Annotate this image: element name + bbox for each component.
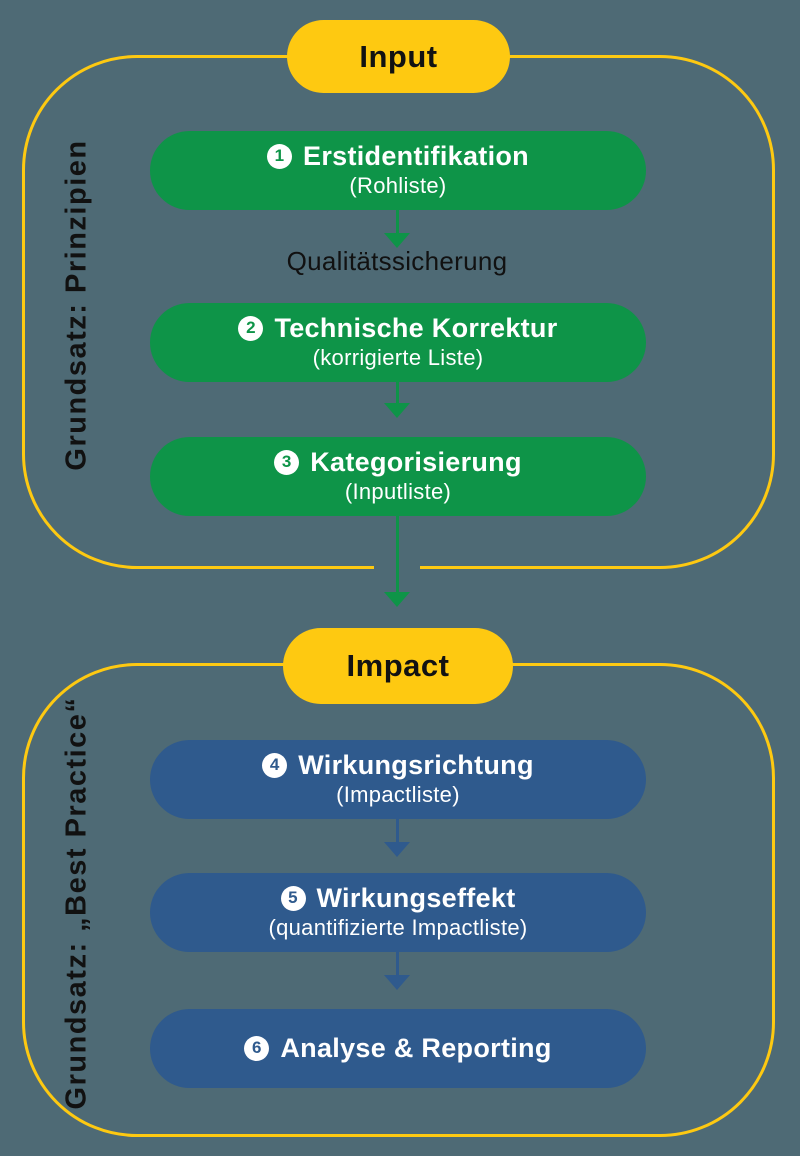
input-header-label: Input: [359, 38, 438, 74]
step-pill-6: 6 Analyse & Reporting: [150, 1009, 646, 1088]
step-title-row: 5 Wirkungseffekt: [280, 882, 516, 914]
step-pill-5: 5 Wirkungseffekt (quantifizierte Impactl…: [150, 873, 646, 952]
side-label-prinzipien: Grundsatz: Prinzipien: [60, 139, 93, 471]
arrow-stem: [395, 210, 399, 233]
step-pill-2: 2 Technische Korrektur (korrigierte List…: [150, 303, 646, 382]
arrow-head: [384, 403, 410, 418]
step-pill-4: 4 Wirkungsrichtung (Impactliste): [150, 740, 646, 819]
impact-header-label: Impact: [346, 648, 450, 683]
step-pill-3: 3 Kategorisierung (Inputliste): [150, 437, 646, 516]
step-number-badge: 2: [238, 316, 264, 342]
step-number-badge: 1: [267, 144, 293, 170]
step-number-badge: 5: [280, 886, 306, 912]
input-header-pill: Input: [287, 20, 510, 93]
impact-header-pill: Impact: [283, 628, 513, 704]
step-pill-1: 1 Erstidentifikation (Rohliste): [150, 131, 646, 210]
arrow-head: [384, 592, 410, 607]
step-title-row: 4 Wirkungsrichtung: [262, 749, 534, 781]
step-number-badge: 6: [244, 1036, 270, 1061]
arrow-head: [384, 842, 410, 857]
arrow-down-icon: [384, 516, 410, 607]
step-title-row: 3 Kategorisierung: [274, 446, 522, 478]
step-number-badge: 4: [262, 753, 288, 779]
step-subtitle: (Impactliste): [336, 781, 460, 807]
arrow-stem: [395, 516, 399, 592]
arrow-head: [384, 975, 410, 990]
arrow-stem: [395, 381, 399, 403]
arrow-down-icon: [384, 381, 410, 418]
step-subtitle: (korrigierte Liste): [312, 344, 484, 370]
arrow-down-icon: [384, 210, 410, 248]
step-subtitle: (Inputliste): [344, 478, 452, 504]
arrow-stem: [395, 819, 399, 842]
step-title-row: 1 Erstidentifikation: [267, 140, 529, 172]
arrow-stem: [395, 952, 399, 975]
arrow-down-icon: [384, 952, 410, 990]
step-title: Analyse & Reporting: [280, 1032, 552, 1063]
step-title-row: 2 Technische Korrektur: [238, 312, 558, 344]
side-label-best-practice: Grundsatz: „Best Practice“: [60, 696, 93, 1110]
connector-label: Qualitätssicherung: [286, 246, 508, 276]
arrow-head: [384, 233, 410, 248]
step-title-row: 6 Analyse & Reporting: [244, 1032, 552, 1064]
step-title: Kategorisierung: [310, 446, 522, 477]
step-subtitle: (Rohliste): [349, 172, 447, 198]
arrow-down-icon: [384, 819, 410, 857]
step-title: Wirkungseffekt: [316, 882, 516, 913]
step-title: Erstidentifikation: [303, 140, 529, 171]
step-title: Wirkungsrichtung: [298, 749, 534, 780]
step-title: Technische Korrektur: [274, 312, 558, 343]
step-subtitle: (quantifizierte Impactliste): [268, 914, 528, 940]
step-number-badge: 3: [274, 450, 300, 476]
